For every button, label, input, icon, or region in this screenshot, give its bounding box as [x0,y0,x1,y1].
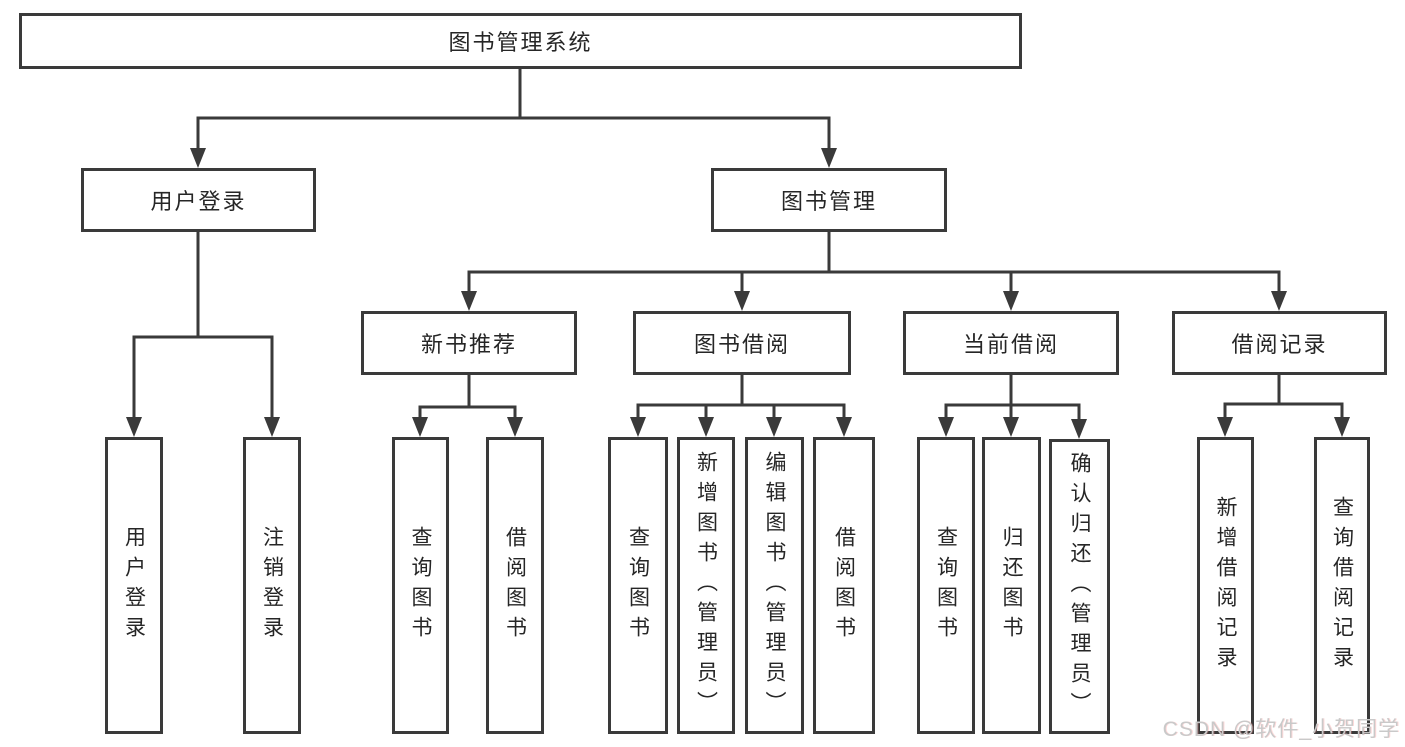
node-leaf-confirm-return-admin: 确认归还（管理员） [1049,439,1110,734]
arrowhead-icon [1271,291,1287,311]
node-leaf-edit-books-admin: 编辑图书（管理员） [745,437,804,734]
arrowhead-icon [1003,417,1019,437]
node-book-management: 图书管理 [711,168,947,232]
arrowhead-icon [1003,291,1019,311]
node-borrowing-records: 借阅记录 [1172,311,1387,375]
arrowhead-icon [836,417,852,437]
node-leaf-return-books: 归还图书 [982,437,1041,734]
arrowhead-icon [1217,417,1233,437]
arrowhead-icon [412,417,428,437]
node-book-borrowing: 图书借阅 [633,311,851,375]
node-new-book-recommendation: 新书推荐 [361,311,577,375]
node-user-login: 用户登录 [81,168,316,232]
node-leaf-logout: 注销登录 [243,437,301,734]
node-leaf-user-login: 用户登录 [105,437,163,734]
arrowhead-icon [821,148,837,168]
arrowhead-icon [1071,419,1087,439]
node-leaf-search-books-recommend: 查询图书 [392,437,449,734]
arrowhead-icon [698,417,714,437]
arrowhead-icon [734,291,750,311]
node-leaf-search-books: 查询图书 [608,437,668,734]
node-leaf-search-books-current: 查询图书 [917,437,975,734]
node-leaf-borrow-books: 借阅图书 [813,437,875,734]
arrowhead-icon [126,417,142,437]
node-leaf-add-books-admin: 新增图书（管理员） [677,437,735,734]
arrowhead-icon [630,417,646,437]
arrowhead-icon [938,417,954,437]
node-leaf-borrow-books-recommend: 借阅图书 [486,437,544,734]
arrowhead-icon [1334,417,1350,437]
arrowhead-icon [507,417,523,437]
arrowhead-icon [264,417,280,437]
node-library-management-system: 图书管理系统 [19,13,1022,69]
arrowhead-icon [461,291,477,311]
node-current-borrowing: 当前借阅 [903,311,1119,375]
node-leaf-search-borrow-record: 查询借阅记录 [1314,437,1370,734]
node-leaf-add-borrow-record: 新增借阅记录 [1197,437,1254,734]
arrowhead-icon [190,148,206,168]
arrowhead-icon [766,417,782,437]
